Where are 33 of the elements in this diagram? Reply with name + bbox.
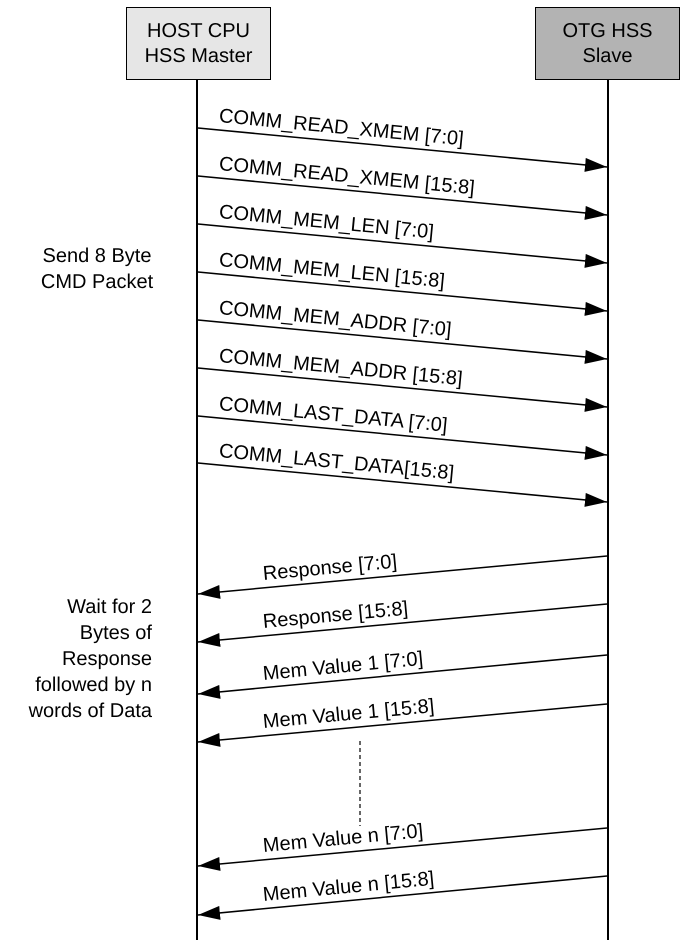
note-text: Wait for 2 Bytes of Response followed by n words of Data (28, 595, 152, 724)
edge-label: Response [7:0] (262, 550, 398, 585)
edge-label: COMM_MEM_LEN [15:8] (218, 249, 446, 292)
arrow (198, 127, 608, 172)
arrow (198, 555, 608, 599)
arrow (198, 367, 608, 412)
arrow (198, 319, 608, 364)
arrow (198, 271, 608, 316)
note-text: Send 8 Byte CMD Packet (40, 244, 154, 295)
edge-label: Mem Value 1 [15:8] (262, 695, 436, 733)
edge-label: Mem Value n [15:8] (262, 867, 436, 906)
edge-label: COMM_MEM_LEN [7:0] (218, 201, 435, 244)
arrow (198, 827, 608, 871)
edge-label: COMM_READ_XMEM [7:0] (218, 105, 465, 150)
arrow (198, 223, 608, 268)
edge-label: COMM_READ_XMEM [15:8] (218, 153, 476, 200)
arrow (198, 654, 608, 699)
edge-label: Response [15:8] (262, 597, 410, 633)
participant-box: HOST CPU HSS Master (126, 7, 271, 80)
arrow (198, 462, 608, 507)
edge-label: COMM_LAST_DATA [7:0] (218, 393, 448, 437)
arrow (198, 415, 608, 460)
arrow (198, 603, 608, 647)
edge-label: COMM_MEM_ADDR [15:8] (218, 345, 464, 390)
participant-box: OTG HSS Slave (535, 7, 680, 80)
lifeline (196, 80, 198, 940)
arrow (198, 875, 608, 920)
edge-label: Mem Value 1 [7:0] (262, 648, 424, 685)
lifeline (607, 80, 609, 940)
edge-label: Mem Value n [7:0] (262, 820, 424, 857)
arrow (198, 703, 608, 747)
edge-label: COMM_MEM_ADDR [7:0] (218, 297, 452, 342)
arrow (198, 175, 608, 220)
